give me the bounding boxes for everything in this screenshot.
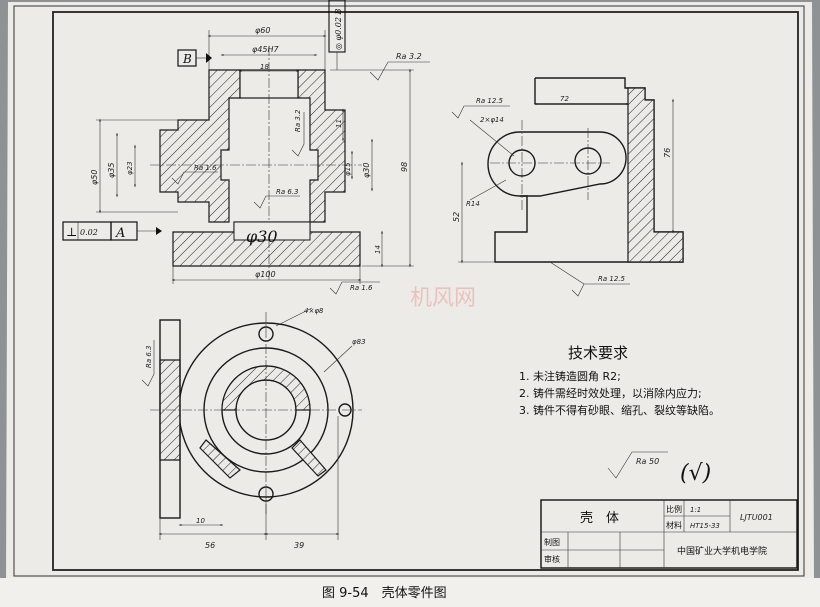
dim-d30: φ30	[362, 163, 371, 178]
dim-76: 76	[663, 148, 672, 158]
datum-b: B	[177, 49, 212, 67]
tech-req-item-2: 2. 铸件需经时效处理，以消除内应力;	[519, 386, 702, 400]
svg-text:Ra 6.3: Ra 6.3	[276, 188, 299, 196]
dim-d50: φ50	[90, 170, 99, 185]
roughness-ra32-top: Ra 3.2	[369, 52, 430, 81]
tb-drawn-label: 制图	[544, 537, 560, 547]
side-lug	[487, 131, 627, 197]
svg-text:Ra 3.2: Ra 3.2	[294, 109, 302, 132]
tech-req-title: 技术要求	[568, 344, 628, 362]
dim-d100: φ100	[255, 270, 276, 279]
roughness-top-ra63: Ra 6.3	[141, 340, 155, 387]
figure-caption: 图 9-54 壳体零件图	[322, 586, 447, 601]
top-section-ring-lower	[199, 439, 241, 479]
top-section-ring	[221, 365, 311, 411]
svg-text:B: B	[182, 52, 192, 66]
top-section-ring-right	[291, 439, 327, 477]
roughness-ra16: Ra 1.6	[171, 164, 218, 185]
svg-text:Ra 3.2: Ra 3.2	[396, 52, 422, 61]
dim-d45h7: φ45H7	[252, 45, 279, 54]
title-block: 壳 体 比例 1:1 材料 HT15-33 LJTU001 制图 审核 中国矿业…	[540, 499, 798, 569]
dim-72: 72	[560, 95, 569, 103]
tech-req-item-3: 3. 铸件不得有砂眼、缩孔、裂纹等缺陷。	[519, 403, 720, 417]
svg-text:Ra 12.5: Ra 12.5	[598, 275, 626, 283]
tech-req-item-1: 1. 未注铸造圆角 R2;	[519, 369, 621, 383]
svg-text:◎ φ0.02 B: ◎ φ0.02 B	[334, 9, 343, 50]
tb-school: 中国矿业大学机电学院	[677, 545, 767, 557]
dim-d35: φ35	[107, 163, 116, 178]
roughness-ra125-top: Ra 12.5	[451, 97, 510, 119]
fcf-concentricity: ◎ φ0.02 B	[328, 0, 346, 70]
roughness-ra63: Ra 6.3	[253, 188, 300, 209]
svg-text:Ra 1.6: Ra 1.6	[194, 164, 217, 172]
watermark: 机风网	[410, 286, 476, 311]
dim-18: 18	[260, 63, 269, 71]
roughness-bottom: Ra 1.6	[329, 281, 380, 295]
dim-d15: φ15	[344, 162, 352, 176]
front-section-left	[159, 69, 241, 223]
tb-material-value: HT15-33	[690, 522, 720, 530]
tb-drawing-no: LJTU001	[740, 513, 773, 522]
svg-text:⊥: ⊥	[66, 225, 77, 239]
tech-requirements: 技术要求 1. 未注铸造圆角 R2; 2. 铸件需经时效处理，以消除内应力; 3…	[519, 344, 720, 417]
svg-text:Ra 1.6: Ra 1.6	[350, 284, 373, 292]
dim-98: 98	[400, 162, 409, 172]
tb-part-name: 壳 体	[580, 511, 619, 526]
general-roughness: Ra 50 (√)	[607, 451, 711, 486]
roughness-ra125-bottom: Ra 12.5	[549, 261, 630, 297]
svg-text:Ra 6.3: Ra 6.3	[145, 345, 153, 368]
fcf-perpendicularity: ⊥ 0.02	[62, 221, 162, 241]
tb-scale-label: 比例	[666, 504, 682, 514]
dim-d30-handwritten: φ30	[246, 227, 278, 246]
tb-checked-label: 审核	[544, 554, 560, 564]
tb-material-label: 材料	[666, 520, 682, 530]
dim-39: 39	[294, 541, 304, 550]
svg-text:Ra 50: Ra 50	[636, 457, 659, 466]
roughness-ra32-bore: Ra 3.2	[291, 109, 305, 157]
dim-56: 56	[205, 541, 215, 550]
general-roughness-handwritten: (√)	[680, 461, 711, 486]
dim-2xd14: 2×φ14	[480, 116, 504, 124]
dim-d23: φ23	[126, 161, 134, 175]
side-section	[627, 87, 684, 263]
dim-d60: φ60	[255, 26, 270, 35]
svg-text:0.02: 0.02	[80, 228, 98, 237]
tb-scale-value: 1:1	[690, 506, 701, 514]
svg-text:Ra 12.5: Ra 12.5	[476, 97, 504, 105]
dim-r14: R14	[466, 200, 480, 208]
dim-10: 10	[196, 517, 205, 525]
front-view: φ60 φ45H7 18 φ50 φ35 φ23 φ15 φ30 98 11 1…	[62, 0, 430, 295]
top-view: 4×φ8 φ83 56 39 10 Ra 6.3	[141, 307, 366, 550]
side-view: 72 76 52 R14 2×φ14 Ra 12.5 Ra 12.5	[451, 77, 684, 297]
svg-text:A: A	[115, 226, 125, 241]
dim-d83: φ83	[352, 338, 366, 346]
dim-52: 52	[452, 212, 461, 222]
dim-14: 14	[374, 245, 382, 254]
dim-4xd8: 4×φ8	[304, 307, 324, 315]
dim-11: 11	[335, 119, 343, 128]
